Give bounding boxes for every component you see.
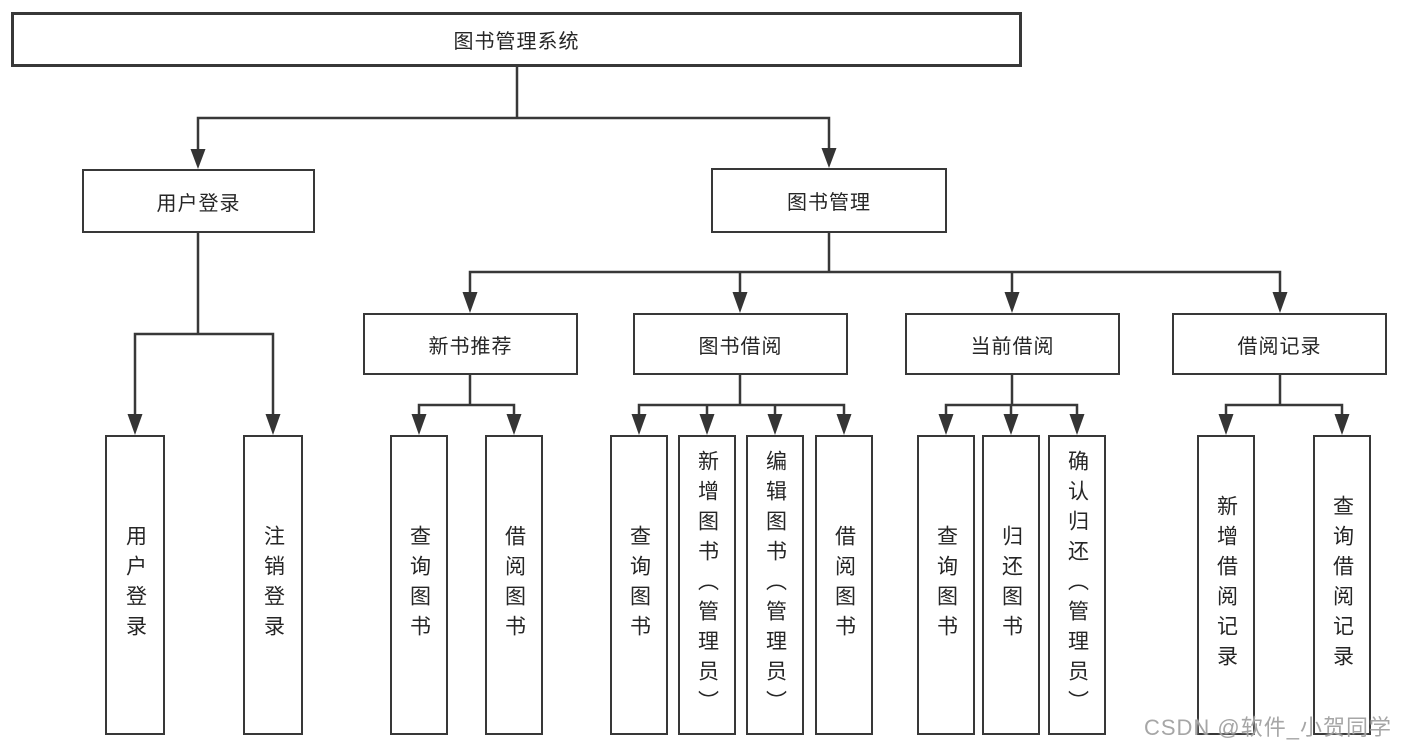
arrowhead-icons bbox=[127, 148, 1350, 435]
node-library-management-system: 图书管理系统 bbox=[11, 12, 1022, 67]
node-label: 用户登录 bbox=[156, 192, 241, 215]
leaf-query-borrow-record: 查询借阅记录 bbox=[1313, 435, 1371, 735]
leaf-label: 查询图书 bbox=[934, 525, 958, 645]
node-borrow-records: 借阅记录 bbox=[1172, 313, 1387, 375]
leaf-label: 查询图书 bbox=[627, 525, 651, 645]
leaf-label: 确认归还（管理员） bbox=[1065, 450, 1089, 720]
node-book-management: 图书管理 bbox=[711, 168, 947, 233]
leaf-edit-books-admin: 编辑图书（管理员） bbox=[746, 435, 804, 735]
node-label: 图书管理 bbox=[787, 192, 871, 214]
leaf-label: 用户登录 bbox=[123, 525, 147, 645]
leaf-return-books: 归还图书 bbox=[982, 435, 1040, 735]
leaf-label: 新增图书（管理员） bbox=[695, 450, 719, 720]
leaf-label: 查询借阅记录 bbox=[1330, 495, 1354, 675]
csdn-watermark: CSDN @软件_小贺同学 bbox=[1143, 715, 1392, 740]
leaf-label: 借阅图书 bbox=[502, 525, 526, 645]
leaf-label: 编辑图书（管理员） bbox=[763, 450, 787, 720]
leaf-query-books: 查询图书 bbox=[917, 435, 975, 735]
node-label: 新书推荐 bbox=[428, 335, 513, 358]
node-current-borrow: 当前借阅 bbox=[905, 313, 1120, 375]
leaf-add-borrow-record: 新增借阅记录 bbox=[1197, 435, 1255, 735]
node-label: 图书借阅 bbox=[698, 335, 783, 358]
leaf-user-login: 用户登录 bbox=[105, 435, 165, 735]
leaf-label: 注销登录 bbox=[261, 525, 285, 645]
node-user-login: 用户登录 bbox=[82, 169, 315, 233]
leaf-label: 查询图书 bbox=[407, 525, 431, 645]
node-book-borrow: 图书借阅 bbox=[633, 313, 848, 375]
leaf-query-books: 查询图书 bbox=[390, 435, 448, 735]
node-new-book-recommend: 新书推荐 bbox=[363, 313, 578, 375]
node-label: 图书管理系统 bbox=[453, 31, 580, 53]
node-label: 当前借阅 bbox=[970, 335, 1055, 358]
node-label: 借阅记录 bbox=[1237, 335, 1322, 358]
leaf-add-books-admin: 新增图书（管理员） bbox=[678, 435, 736, 735]
leaf-confirm-return-admin: 确认归还（管理员） bbox=[1048, 435, 1106, 735]
leaf-borrow-books: 借阅图书 bbox=[485, 435, 543, 735]
leaf-borrow-books: 借阅图书 bbox=[815, 435, 873, 735]
leaf-label: 归还图书 bbox=[999, 525, 1023, 645]
leaf-query-books: 查询图书 bbox=[610, 435, 668, 735]
leaf-logout: 注销登录 bbox=[243, 435, 303, 735]
leaf-label: 借阅图书 bbox=[832, 525, 856, 645]
leaf-label: 新增借阅记录 bbox=[1214, 495, 1238, 675]
